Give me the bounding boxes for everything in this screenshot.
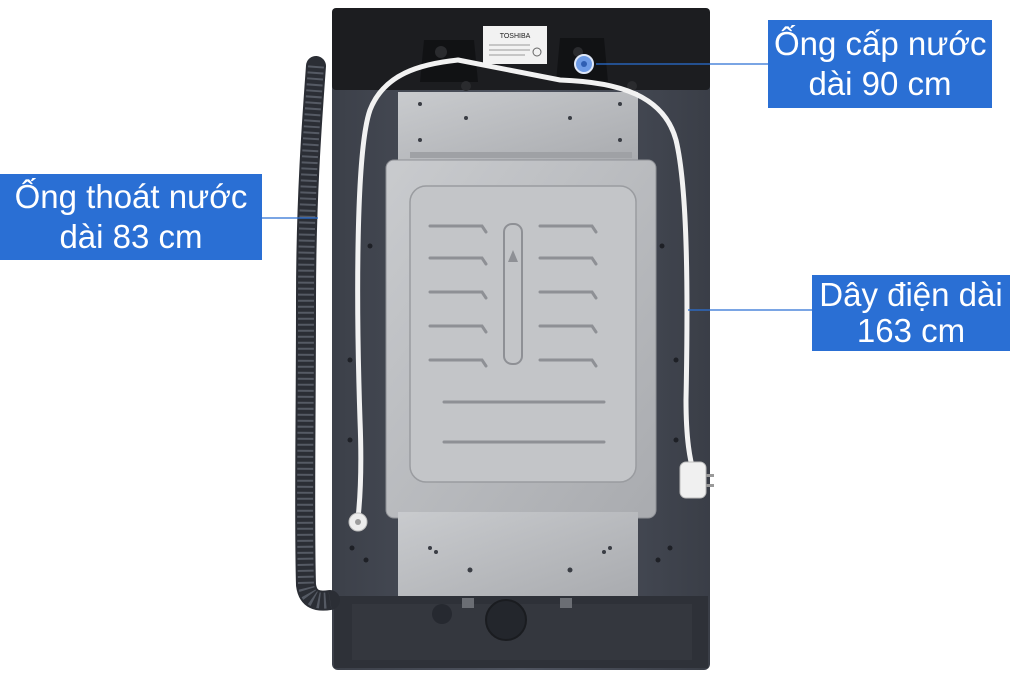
upper-metal-plate bbox=[398, 92, 638, 162]
water-supply-callout: Ống cấp nước dài 90 cm bbox=[768, 20, 992, 108]
drain-hose bbox=[295, 56, 340, 611]
water-supply-callout-line2: dài 90 cm bbox=[808, 65, 952, 102]
power-plug bbox=[679, 461, 707, 499]
drain-outlet bbox=[485, 599, 527, 641]
water-supply-callout-line1: Ống cấp nước bbox=[774, 25, 987, 62]
drain-hose-callout: Ống thoát nước dài 83 cm bbox=[0, 174, 262, 260]
lower-metal-plate bbox=[398, 512, 638, 596]
drain-hose-callout-line2: dài 83 cm bbox=[59, 218, 203, 255]
power-cord bbox=[355, 57, 461, 521]
brand-label: TOSHIBA bbox=[500, 33, 531, 40]
drain-hose-callout-line1: Ống thoát nước bbox=[14, 178, 248, 215]
power-cord-callout: Dây điện dài 163 cm bbox=[812, 275, 1010, 351]
power-cord-callout-line2: 163 cm bbox=[856, 312, 966, 349]
power-cord-callout-line1: Dây điện dài bbox=[819, 276, 1003, 313]
